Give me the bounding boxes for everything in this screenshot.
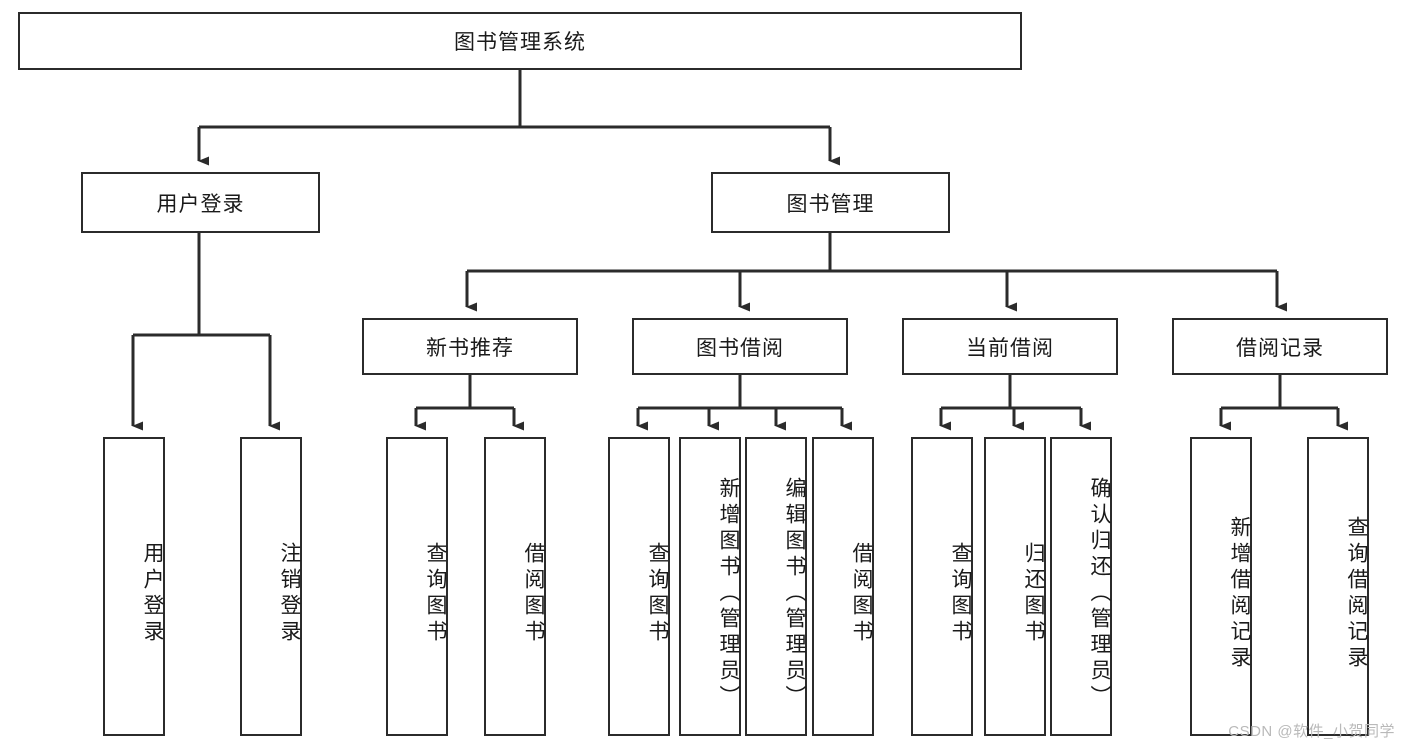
node-label: 借阅图书	[850, 541, 873, 646]
node-label: 借阅记录	[1236, 336, 1324, 360]
leaf-node-l-br-add-record[interactable]: 新增借阅记录	[1190, 437, 1252, 736]
level2-node-n-user-login[interactable]: 用户登录	[81, 172, 320, 233]
node-label: 图书借阅	[696, 336, 784, 360]
leaf-node-l-bb-add-book[interactable]: 新增图书（管理员）	[679, 437, 741, 736]
level3-node-n-book-borrow[interactable]: 图书借阅	[632, 318, 848, 375]
root-node-root[interactable]: 图书管理系统	[18, 12, 1022, 70]
leaf-node-l-cb-query-book[interactable]: 查询图书	[911, 437, 973, 736]
node-label: 新增图书（管理员）	[717, 476, 740, 711]
node-label: 用户登录	[156, 192, 245, 216]
leaf-node-l-bb-query-book[interactable]: 查询图书	[608, 437, 670, 736]
leaf-node-l-rec-query-book[interactable]: 查询图书	[386, 437, 448, 736]
leaf-node-l-rec-borrow-book[interactable]: 借阅图书	[484, 437, 546, 736]
node-label: 新增借阅记录	[1228, 515, 1251, 672]
node-label: 用户登录	[141, 541, 164, 646]
node-label: 借阅图书	[522, 541, 545, 646]
watermark-label: CSDN @软件_小贺同学	[1228, 723, 1395, 740]
leaf-node-l-bb-edit-book[interactable]: 编辑图书（管理员）	[745, 437, 807, 736]
node-label: 查询图书	[424, 541, 447, 646]
node-label: 查询图书	[646, 541, 669, 646]
leaf-node-l-cb-return-book[interactable]: 归还图书	[984, 437, 1046, 736]
node-label: 归还图书	[1022, 541, 1045, 646]
level3-node-n-current-borrow[interactable]: 当前借阅	[902, 318, 1118, 375]
leaf-node-l-user-login[interactable]: 用户登录	[103, 437, 165, 736]
node-label: 当前借阅	[966, 336, 1054, 360]
node-label: 注销登录	[278, 541, 301, 646]
level3-node-n-borrow-record[interactable]: 借阅记录	[1172, 318, 1388, 375]
node-label: 图书管理系统	[454, 31, 586, 54]
level2-node-n-book-manage[interactable]: 图书管理	[711, 172, 950, 233]
node-label: 查询图书	[949, 541, 972, 646]
node-label: 查询借阅记录	[1345, 515, 1368, 672]
leaf-node-l-br-query-record[interactable]: 查询借阅记录	[1307, 437, 1369, 736]
node-label: 新书推荐	[426, 336, 514, 360]
leaf-node-l-cb-confirm-return[interactable]: 确认归还（管理员）	[1050, 437, 1112, 736]
node-label: 编辑图书（管理员）	[783, 476, 806, 711]
node-label: 确认归还（管理员）	[1088, 476, 1111, 711]
leaf-node-l-user-logout[interactable]: 注销登录	[240, 437, 302, 736]
node-label: 图书管理	[786, 192, 875, 216]
level3-node-n-new-book-rec[interactable]: 新书推荐	[362, 318, 578, 375]
leaf-node-l-bb-borrow-book[interactable]: 借阅图书	[812, 437, 874, 736]
